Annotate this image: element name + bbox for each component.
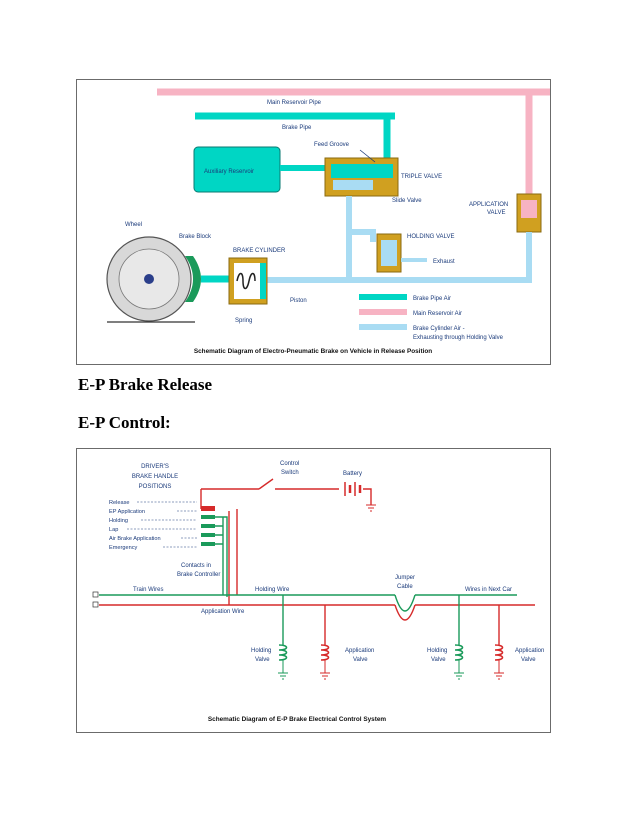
jumper-cable-application [394, 604, 416, 621]
contacts-label-1: Contacts in [181, 563, 211, 569]
wires-next-car-label: Wires in Next Car [465, 587, 512, 593]
application-wire-vertical [228, 509, 238, 605]
application-valve-coil-2 [494, 605, 504, 680]
terminal-application-left [92, 601, 99, 608]
jumper-label-1: Jumper [395, 575, 415, 581]
holding-wire-vertical [215, 516, 228, 597]
application-valve-label-1: APPLICATION [469, 202, 508, 208]
position-air-brake-application: Air Brake Application [109, 536, 161, 542]
spring-label: Spring [235, 318, 252, 324]
holding-valve-coil-1 [278, 595, 288, 680]
legend-swatch-brake-cylinder [359, 324, 407, 330]
holding-valve-label-1b: Valve [255, 657, 270, 663]
spring [236, 272, 256, 290]
battery-label: Battery [343, 471, 362, 477]
auxiliary-reservoir-label: Auxiliary Reservoir [204, 169, 254, 175]
wheel-hub [144, 274, 154, 284]
position-leader-lines [127, 501, 197, 548]
brake-block [185, 256, 201, 302]
position-release: Release [109, 500, 130, 506]
holding-valve-chamber [381, 240, 397, 266]
jumper-label-2: Cable [397, 584, 413, 590]
holding-valve-pipe [346, 196, 376, 280]
triple-valve-chamber [331, 164, 393, 178]
legend-swatch-brake-pipe [359, 294, 407, 300]
contact-holding [201, 515, 215, 519]
position-lap: Lap [109, 527, 118, 533]
application-valve-chamber [521, 200, 537, 218]
legend-label-brake-cylinder-2: Exhausting through Holding Valve [413, 335, 504, 341]
drivers-label-1: DRIVER'S [141, 464, 169, 470]
pneumatic-schematic: Main Reservoir Pipe Brake Pipe Auxiliary… [106, 88, 550, 355]
battery [344, 482, 376, 512]
piston-label: Piston [290, 298, 307, 304]
contact-lap [201, 524, 215, 528]
position-holding: Holding [109, 518, 128, 524]
slide-valve-block [333, 180, 373, 190]
application-valve-coil-1 [320, 605, 330, 680]
holding-valve-label: HOLDING VALVE [407, 234, 454, 240]
main-reservoir-pipe-label: Main Reservoir Pipe [267, 100, 322, 106]
legend-label-brake-cylinder: Brake Cylinder Air - [413, 326, 465, 332]
feed-groove-label: Feed Groove [314, 142, 350, 148]
contact-ep-application [201, 506, 215, 511]
control-switch-label-1: Control [280, 461, 299, 467]
contact-air-brake-application [201, 533, 215, 537]
brake-cylinder-interior [234, 263, 262, 299]
application-valve-label-1a: Application [345, 648, 374, 654]
application-wire-label: Application Wire [201, 609, 245, 615]
ep-brake-release-diagram: Main Reservoir Pipe Brake Pipe Auxiliary… [76, 79, 551, 365]
brake-cylinder-label: BRAKE CYLINDER [233, 248, 286, 254]
brake-block-label: Brake Block [179, 234, 212, 240]
figure2-caption: Schematic Diagram of E-P Brake Electrica… [208, 716, 386, 723]
heading-ep-control: E-P Control: [78, 413, 171, 432]
application-valve-label-2: VALVE [487, 210, 505, 216]
feed-groove-pointer [359, 149, 376, 163]
control-switch [258, 478, 274, 490]
main-reservoir-pipe [157, 88, 550, 200]
ep-control-diagram: DRIVER'S BRAKE HANDLE POSITIONS Release … [76, 448, 551, 733]
wheel-label: Wheel [125, 222, 142, 228]
application-valve-label-2b: Valve [521, 657, 536, 663]
holding-wire-label: Holding Wire [255, 587, 290, 593]
holding-valve-coil-2 [454, 595, 464, 680]
heading-ep-brake-release: E-P Brake Release [78, 375, 213, 394]
slide-valve-label: Slide Valve [392, 198, 422, 204]
control-switch-label-2: Switch [281, 470, 299, 476]
piston [260, 263, 266, 299]
holding-valve-label-1a: Holding [251, 648, 271, 654]
drivers-label-3: POSITIONS [139, 484, 172, 490]
legend-swatch-main-reservoir [359, 309, 407, 315]
application-valve-label-1b: Valve [353, 657, 368, 663]
train-wires-label: Train Wires [133, 587, 163, 593]
legend-label-main-reservoir: Main Reservoir Air [413, 311, 462, 317]
triple-valve-label: TRIPLE VALVE [401, 174, 442, 180]
holding-valve-label-2a: Holding [427, 648, 447, 654]
position-emergency: Emergency [109, 545, 137, 551]
contacts-label-2: Brake Controller [177, 572, 220, 578]
application-valve-label-2a: Application [515, 648, 544, 654]
contact-emergency [201, 542, 215, 546]
jumper-cable-holding [394, 594, 416, 612]
exhaust-label: Exhaust [433, 259, 455, 265]
legend-label-brake-pipe: Brake Pipe Air [413, 296, 451, 302]
figure1-caption: Schematic Diagram of Electro-Pneumatic B… [194, 348, 432, 355]
terminal-holding-left [92, 591, 99, 598]
drivers-label-2: BRAKE HANDLE [132, 474, 178, 480]
holding-valve-label-2b: Valve [431, 657, 446, 663]
position-ep-application: EP Application [109, 509, 145, 515]
brake-pipe-label: Brake Pipe [282, 125, 312, 131]
electrical-schematic: DRIVER'S BRAKE HANDLE POSITIONS Release … [92, 461, 544, 723]
